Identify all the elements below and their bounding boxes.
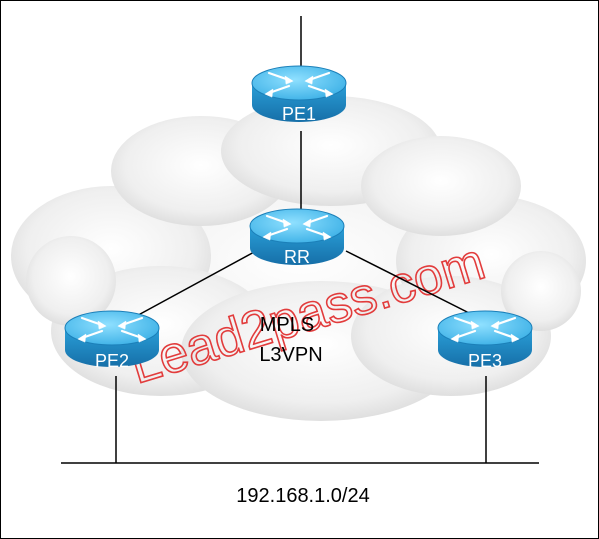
cloud-label-mpls: MPLS bbox=[260, 314, 314, 336]
router-pe3: PE3 bbox=[436, 309, 534, 371]
router-rr: RR bbox=[248, 207, 346, 267]
router-label-rr: RR bbox=[284, 247, 310, 267]
router-pe1: PE1 bbox=[250, 64, 348, 124]
link-rr-pe3 bbox=[345, 250, 482, 320]
router-label-pe3: PE3 bbox=[468, 351, 502, 371]
links bbox=[61, 16, 539, 464]
router-pe2: PE2 bbox=[63, 309, 161, 371]
router-label-pe2: PE2 bbox=[95, 351, 129, 371]
router-label-pe1: PE1 bbox=[282, 104, 316, 124]
link-rr-pe2 bbox=[130, 250, 257, 320]
subnet-label: 192.168.1.0/24 bbox=[236, 485, 369, 507]
cloud-label-l3vpn: L3VPN bbox=[259, 344, 322, 366]
